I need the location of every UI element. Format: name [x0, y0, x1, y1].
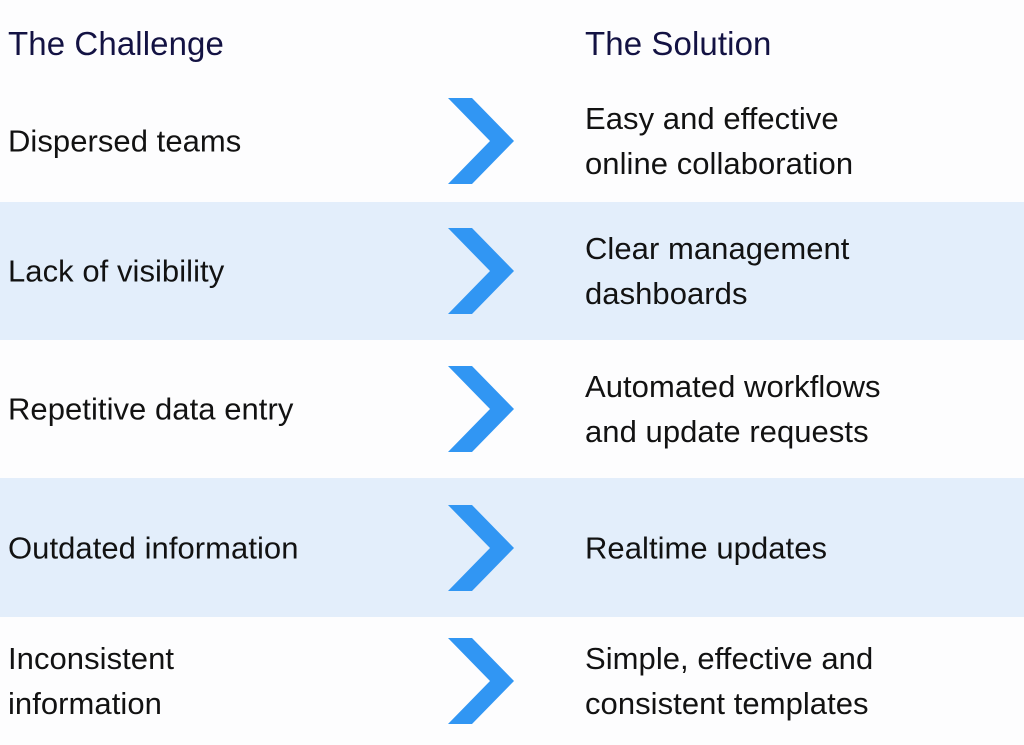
- challenge-line: Dispersed teams: [8, 123, 242, 159]
- challenge-line: Repetitive data entry: [8, 391, 294, 427]
- solution-line: online collaboration: [585, 146, 854, 181]
- solution-line: Automated workflows: [585, 369, 881, 404]
- solution-line: Easy and effective: [585, 101, 839, 136]
- solution-text: Simple, effective and consistent templat…: [585, 636, 1015, 726]
- solution-text: Easy and effective online collaboration: [585, 96, 1015, 186]
- chevron-right-icon: [446, 638, 516, 724]
- table-row: Lack of visibility Clear management dash…: [0, 202, 1024, 340]
- challenge-line: Lack of visibility: [8, 253, 225, 289]
- challenge-text: Lack of visibility: [8, 249, 438, 294]
- table-row: Dispersed teams Easy and effective onlin…: [0, 80, 1024, 202]
- column-header-solution: The Solution: [585, 25, 772, 62]
- challenge-text: Repetitive data entry: [8, 387, 438, 432]
- chevron-right-icon: [446, 228, 516, 314]
- solution-text: Automated workflows and update requests: [585, 364, 1015, 454]
- solution-line: Realtime updates: [585, 530, 828, 565]
- column-header-challenge: The Challenge: [8, 25, 224, 62]
- table-row: Outdated information Realtime updates: [0, 478, 1024, 617]
- chevron-right-icon: [446, 366, 516, 452]
- challenge-line: Inconsistent: [8, 641, 175, 676]
- challenge-text: Inconsistent information: [8, 636, 438, 726]
- table-row: Repetitive data entry Automated workflow…: [0, 340, 1024, 478]
- challenge-text: Outdated information: [8, 525, 438, 570]
- solution-line: Clear management: [585, 231, 850, 266]
- table-row: Inconsistent information Simple, effecti…: [0, 617, 1024, 745]
- solution-line: and update requests: [585, 414, 869, 449]
- challenge-text: Dispersed teams: [8, 119, 438, 164]
- solution-text: Realtime updates: [585, 525, 1015, 570]
- challenge-line: Outdated information: [8, 530, 299, 565]
- solution-line: Simple, effective and: [585, 641, 874, 676]
- chevron-right-icon: [446, 98, 516, 184]
- solution-line: consistent templates: [585, 686, 869, 721]
- table-body: Dispersed teams Easy and effective onlin…: [0, 80, 1024, 745]
- solution-text: Clear management dashboards: [585, 226, 1015, 316]
- challenge-line: information: [8, 686, 162, 721]
- solution-line: dashboards: [585, 276, 748, 311]
- table-header: The Challenge The Solution: [0, 0, 1024, 80]
- chevron-right-icon: [446, 504, 516, 591]
